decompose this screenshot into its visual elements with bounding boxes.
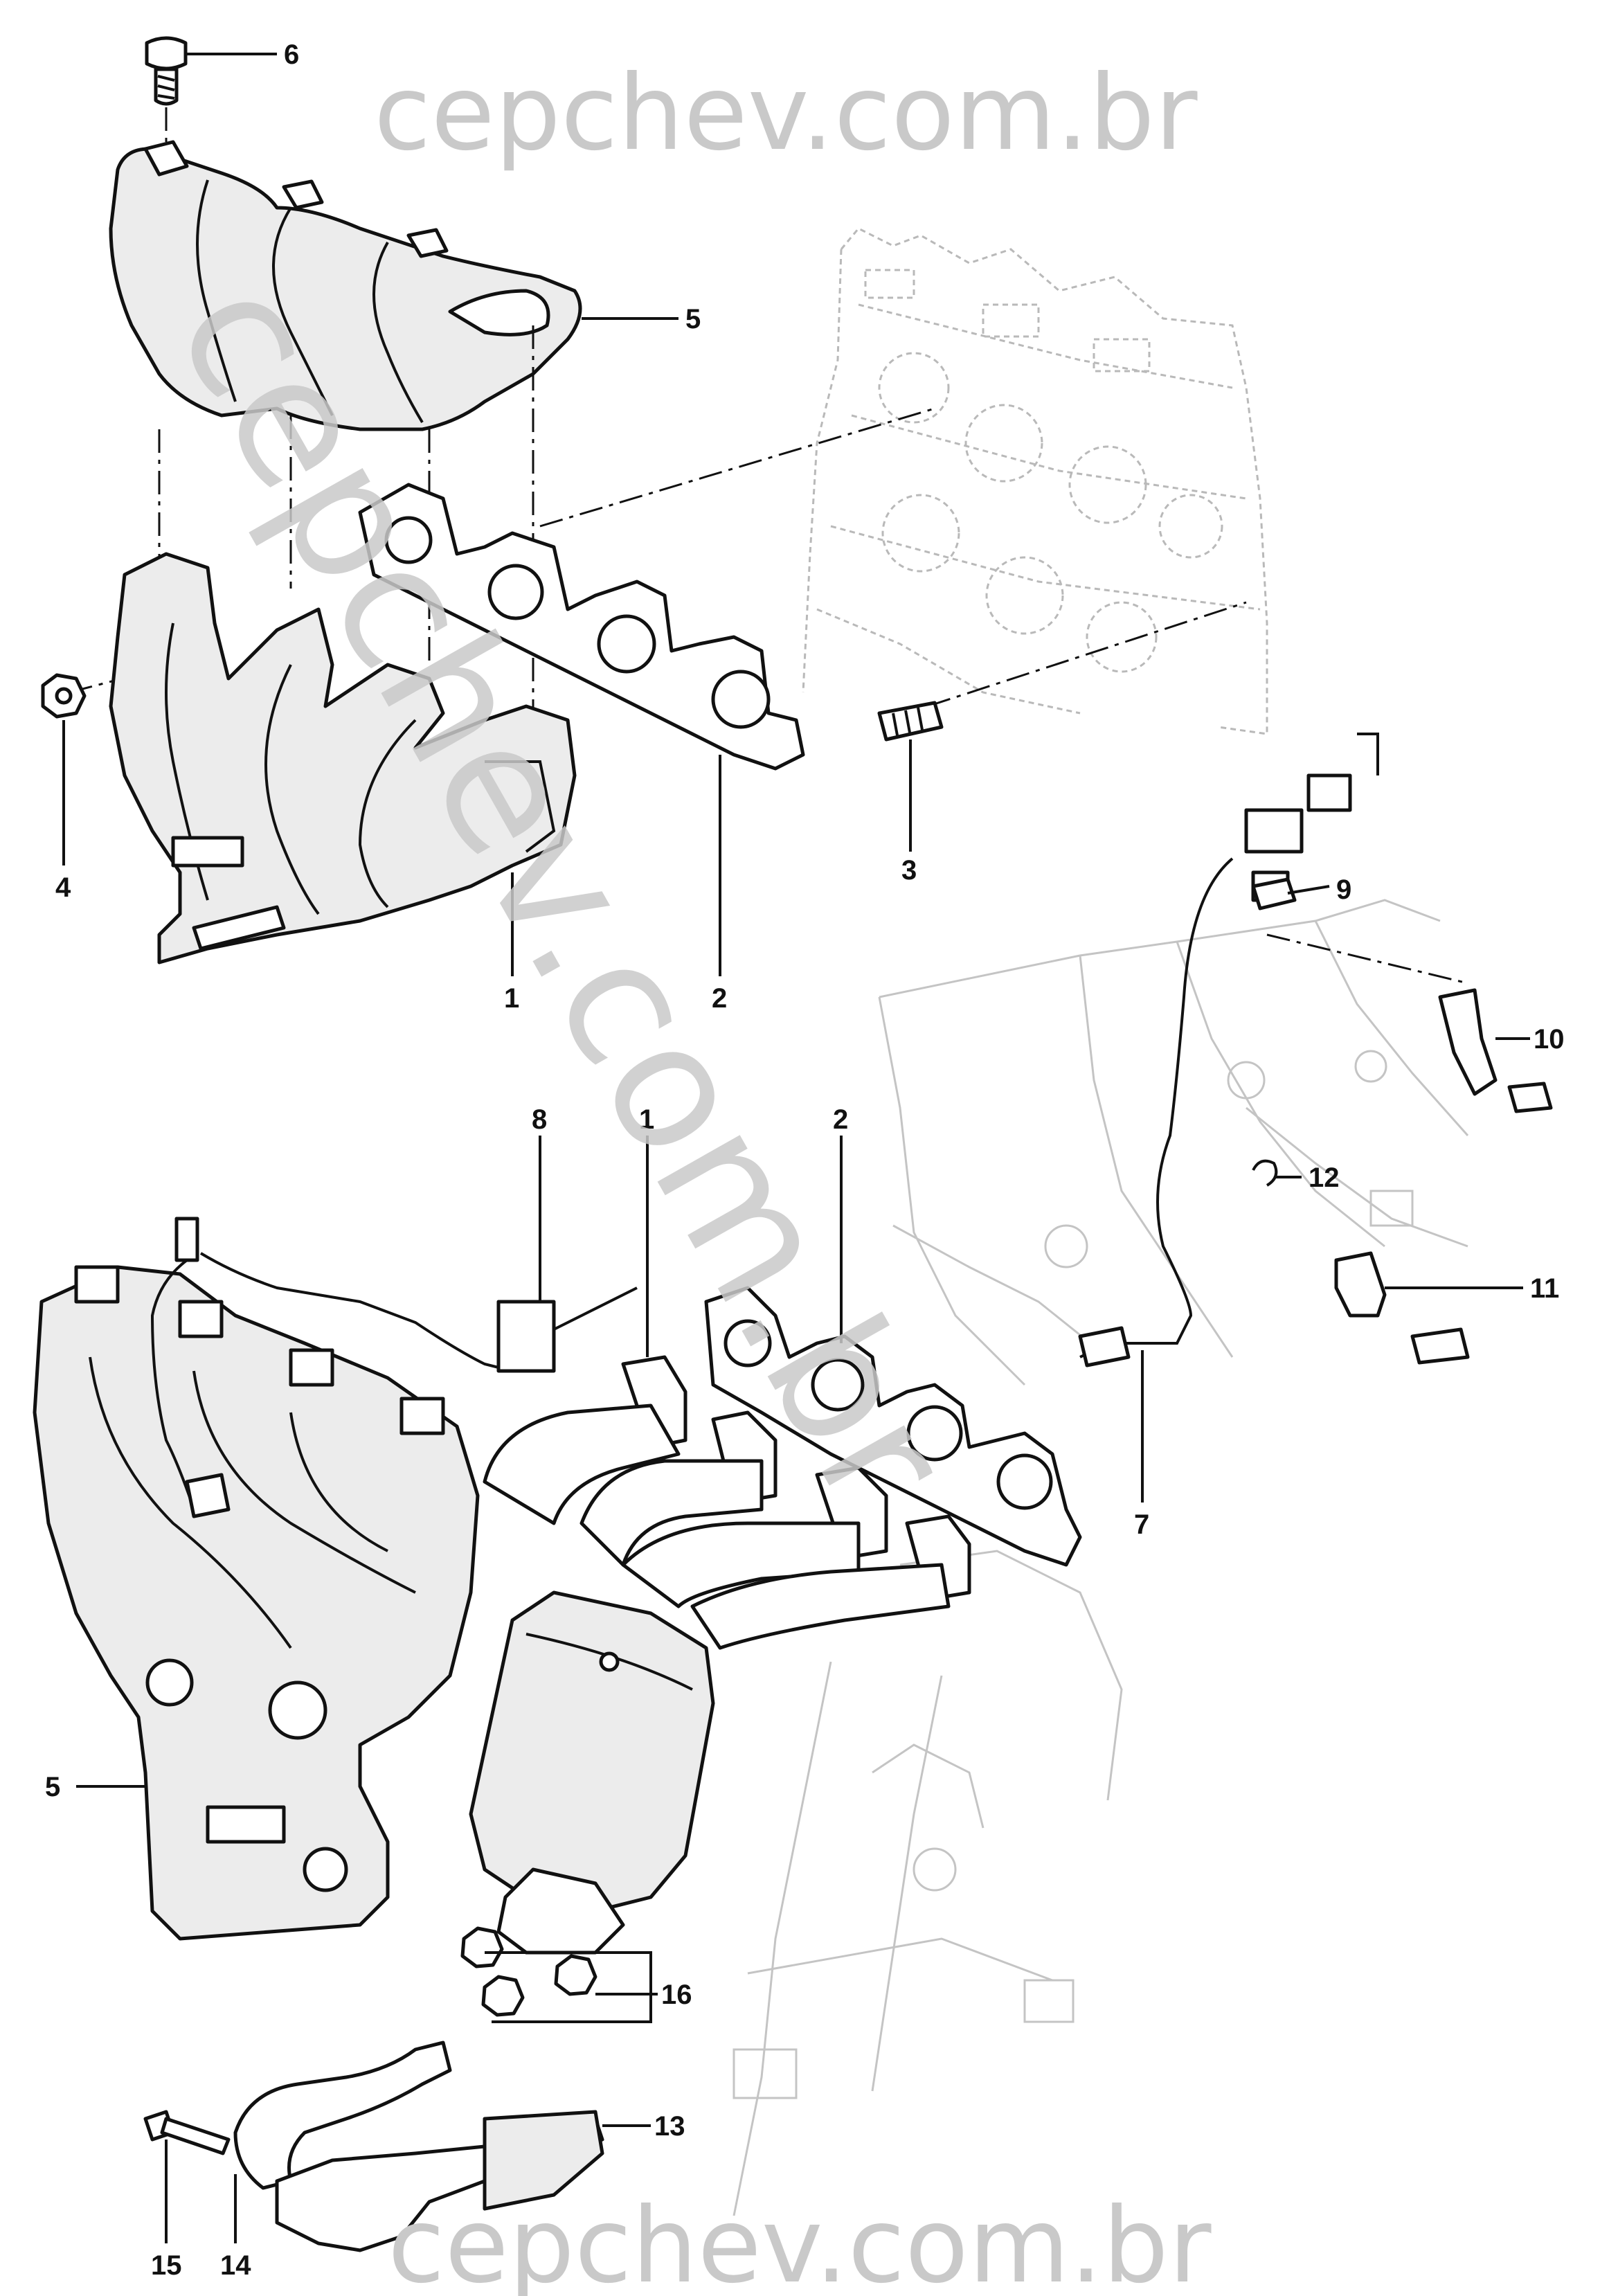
- watermark-top: cepchev.com.br: [374, 53, 1198, 174]
- callout-5-upper: 5: [685, 304, 701, 334]
- manifold-gasket-upper: [358, 483, 805, 771]
- callout-2-lower: 2: [833, 1104, 848, 1135]
- callout-7: 7: [1134, 1509, 1149, 1540]
- harness-bracket-upper: [1438, 988, 1553, 1113]
- callout-10: 10: [1534, 1024, 1565, 1055]
- harness-clamp-ring: [1252, 1159, 1278, 1187]
- callout-5-lower: 5: [45, 1772, 60, 1802]
- harness-bracket-lower: [1334, 1251, 1470, 1365]
- callout-13: 13: [654, 2111, 685, 2142]
- callout-9: 9: [1336, 875, 1351, 905]
- catalyst-nuts: [460, 1926, 652, 2023]
- callout-4: 4: [55, 872, 71, 903]
- callout-labels: 6 5 4 1 2 3 9 10 12 11 7 8 1 2 5 16 13 1…: [45, 39, 1565, 2281]
- bracket-bolt: [143, 2110, 231, 2155]
- heat-shield-upper: [109, 140, 582, 431]
- callout-leaders: [62, 53, 1530, 2243]
- heat-shield-lower: [33, 1265, 480, 1941]
- manifold-gasket-lower: [704, 1286, 1082, 1567]
- oxygen-sensor-harness-right: [1078, 733, 1379, 1367]
- callout-3: 3: [901, 855, 917, 886]
- oxygen-sensor-connector: [199, 1252, 638, 1373]
- callout-16: 16: [661, 1980, 692, 2010]
- callout-8: 8: [532, 1104, 547, 1135]
- callout-12: 12: [1309, 1163, 1340, 1193]
- callout-15: 15: [151, 2250, 182, 2281]
- oxygen-sensor-lower: [150, 1217, 231, 1518]
- callout-1-upper: 1: [504, 983, 519, 1014]
- manifold-stud: [877, 701, 944, 742]
- watermarks: cepchev.com.br cepchev.com.br cepchev.co…: [138, 53, 1212, 2296]
- catalyst-support-bracket: [233, 2041, 604, 2252]
- callout-1-lower: 1: [639, 1104, 654, 1135]
- harness-clip: [1251, 877, 1297, 911]
- callout-6: 6: [284, 39, 299, 70]
- exhaust-manifold-catalytic-lower: [469, 1355, 971, 1955]
- heat-shield-screw: [145, 36, 188, 106]
- manifold-nut: [41, 673, 87, 719]
- watermark-bottom: cepchev.com.br: [388, 2186, 1212, 2296]
- exhaust-manifold-upper: [109, 552, 577, 965]
- callout-2-upper: 2: [712, 983, 727, 1014]
- engine-block-background-upper: [802, 227, 1268, 735]
- callout-11: 11: [1530, 1273, 1559, 1304]
- callout-14: 14: [220, 2250, 251, 2281]
